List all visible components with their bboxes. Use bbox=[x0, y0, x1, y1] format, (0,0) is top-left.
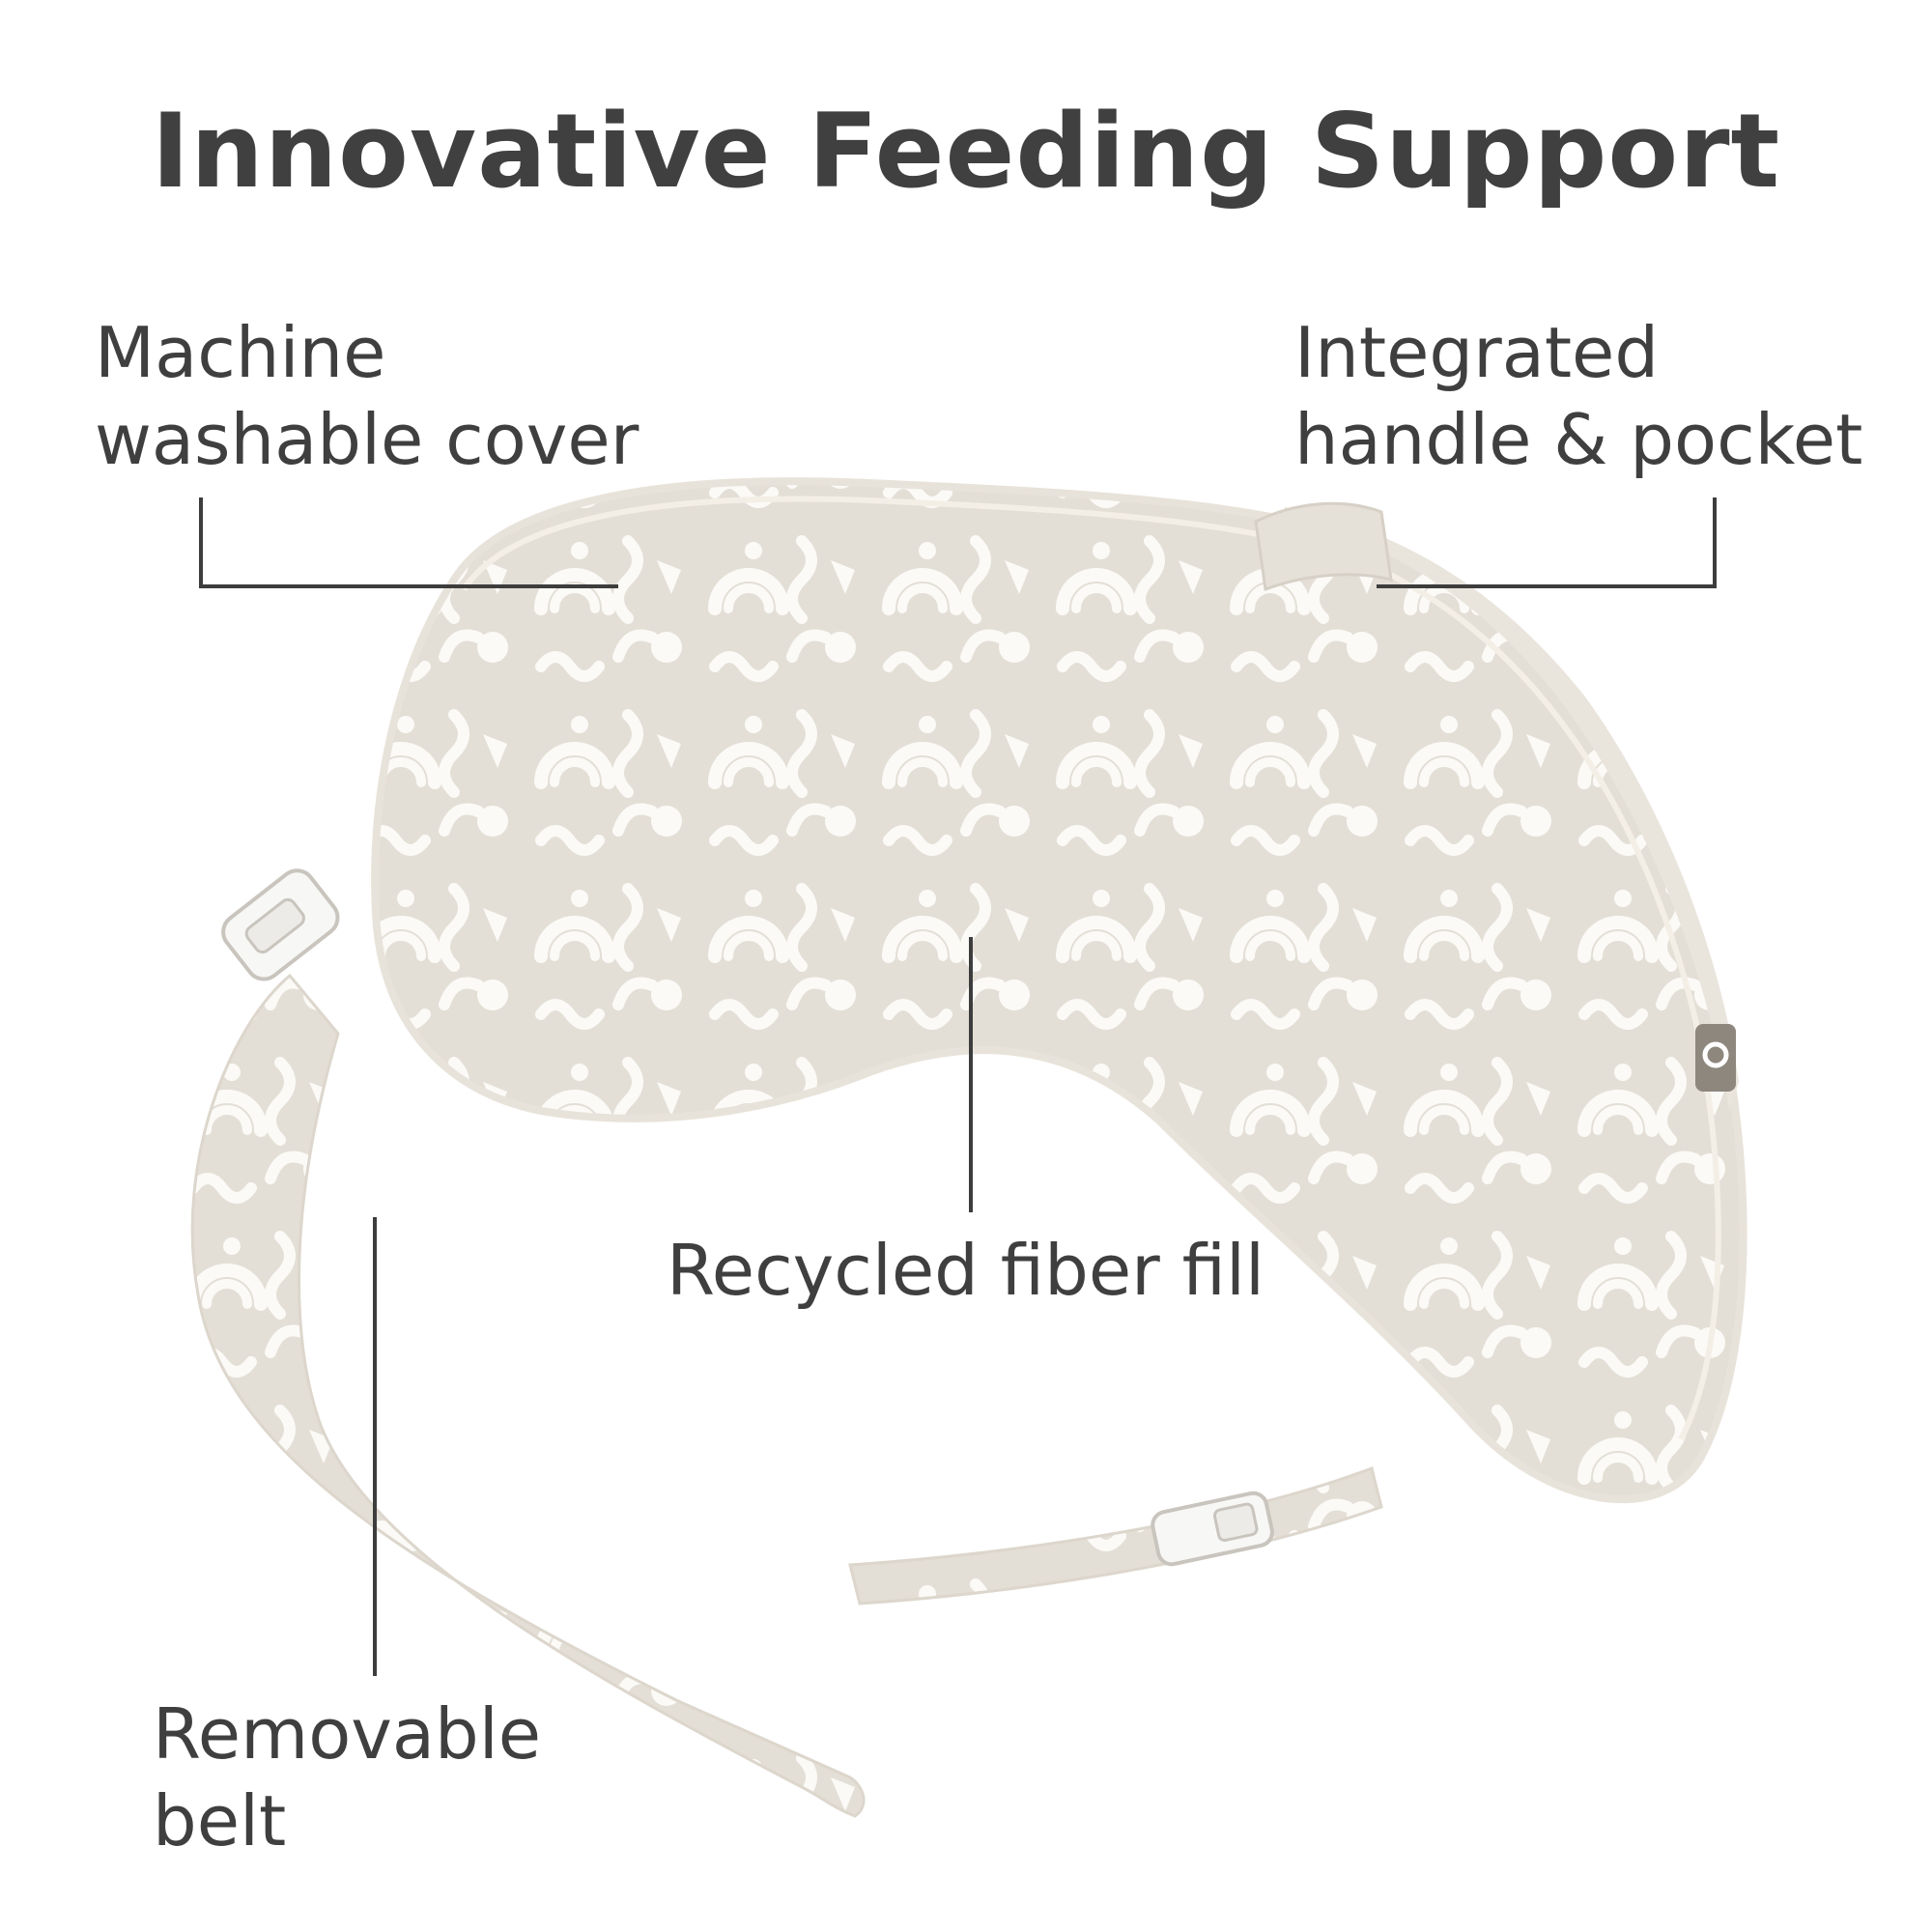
callout-integrated-handle-pocket: Integrated handle & pocket bbox=[1294, 309, 1862, 483]
callout-handle-line2: handle & pocket bbox=[1294, 399, 1863, 480]
callout-fill-line1: Recycled fiber fill bbox=[667, 1230, 1264, 1311]
callout-belt-line1: Removable bbox=[153, 1693, 542, 1775]
callout-belt-line2: belt bbox=[153, 1780, 287, 1861]
pillow-body bbox=[371, 477, 1747, 1504]
callout-cover-line1: Machine bbox=[95, 312, 386, 393]
callout-machine-washable-cover: Machine washable cover bbox=[95, 309, 639, 483]
leader-line-cover bbox=[199, 497, 618, 588]
page-title: Innovative Feeding Support bbox=[151, 92, 1781, 211]
buckle-left bbox=[221, 868, 340, 981]
buckle-right bbox=[1151, 1491, 1274, 1567]
brand-logo-icon bbox=[1702, 1041, 1729, 1068]
brand-tag bbox=[1695, 1024, 1736, 1092]
callout-cover-line2: washable cover bbox=[95, 399, 639, 480]
callout-removable-belt: Removable belt bbox=[153, 1690, 541, 1864]
callout-recycled-fiber-fill: Recycled fiber fill bbox=[667, 1227, 1264, 1314]
belt-strap bbox=[190, 973, 866, 1818]
handle-pocket bbox=[1254, 501, 1393, 592]
leader-line-handle bbox=[1377, 497, 1717, 588]
callout-handle-line1: Integrated bbox=[1294, 312, 1660, 393]
pillow-piping bbox=[461, 496, 1721, 1441]
belt-strap-right bbox=[848, 1466, 1383, 1605]
pillow-side-gusset bbox=[1285, 507, 1739, 1111]
